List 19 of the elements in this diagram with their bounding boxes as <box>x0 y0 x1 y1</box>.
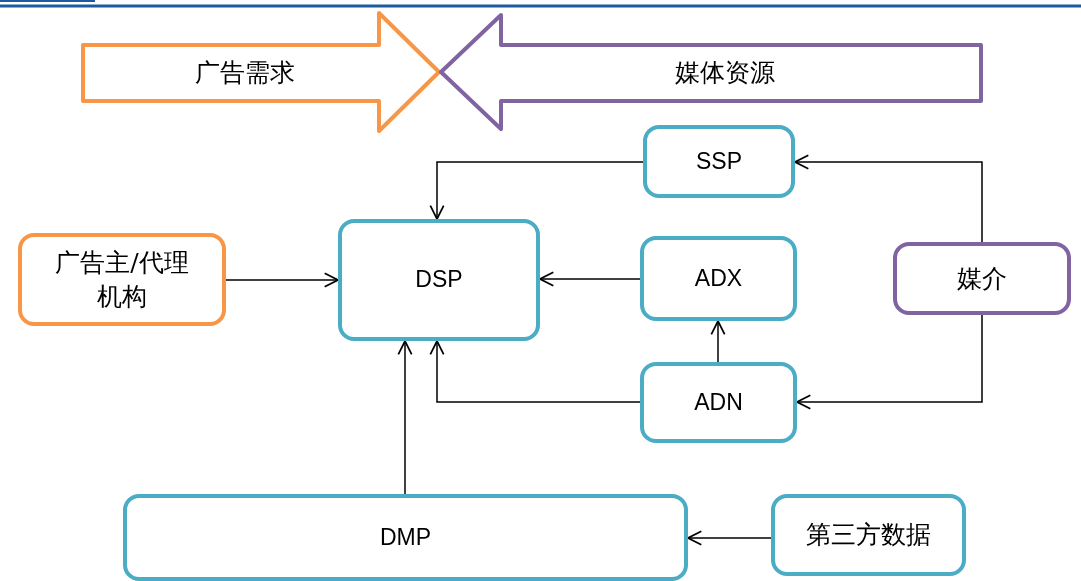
process-box: 广告主/代理机构 <box>18 233 226 326</box>
arrow <box>687 530 772 546</box>
process-box: 第三方数据 <box>771 494 966 576</box>
arrow <box>429 340 641 403</box>
arrow <box>539 271 641 287</box>
arrow <box>710 320 726 363</box>
process-box: ADN <box>640 362 797 443</box>
arrow <box>397 340 413 495</box>
process-box: DSP <box>338 219 540 341</box>
process-box: DMP <box>123 494 688 581</box>
process-box: 媒介 <box>893 242 1071 315</box>
arrow <box>225 272 339 288</box>
arrow <box>794 154 983 243</box>
banner-label: 媒体资源 <box>675 56 775 89</box>
arrow <box>796 314 983 410</box>
arrow <box>429 161 644 220</box>
process-box: SSP <box>643 125 795 198</box>
process-box: ADX <box>640 236 797 321</box>
banner-label: 广告需求 <box>195 56 295 89</box>
